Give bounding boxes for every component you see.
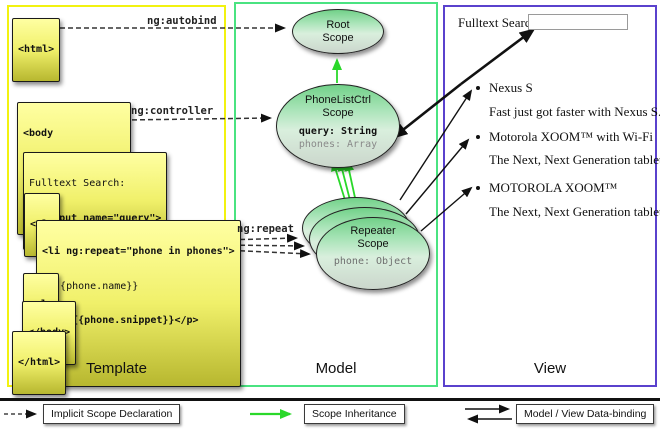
root-scope-ellipse: Root Scope	[292, 9, 384, 54]
repeater-scope-ellipse-front: Repeater Scope phone: Object	[316, 217, 430, 290]
html-open-tag-box: <html>	[12, 18, 61, 82]
code-text: <body	[23, 128, 54, 139]
phone-snippet: The Next, Next Generation tablet.	[489, 204, 660, 219]
phone-snippet: The Next, Next Generation tablet.	[489, 152, 660, 167]
view-column	[443, 5, 657, 387]
phone-title: MOTOROLA XOOM™	[489, 180, 618, 195]
ng-controller-label: ng:controller	[131, 105, 214, 117]
scope-prop-phone: phone: Object	[333, 256, 413, 267]
legend-separator	[0, 398, 660, 401]
phonelistctrl-scope-ellipse: PhoneListCtrl Scope query: String phones…	[276, 84, 400, 168]
model-column-label: Model	[315, 360, 357, 377]
scope-name: Root Scope	[322, 18, 354, 44]
phone-title: Motorola XOOM™ with Wi-Fi	[489, 129, 654, 144]
ng-repeat-label: ng:repeat	[237, 223, 294, 235]
scope-name: Repeater Scope	[350, 225, 396, 250]
code-text: {{phone.name}}	[42, 280, 139, 292]
model-column	[234, 2, 438, 387]
code-text: Fulltext Search:	[29, 178, 126, 189]
scope-name: PhoneListCtrl Scope	[304, 94, 372, 119]
legend-double-arrow	[465, 404, 512, 424]
list-bullet	[476, 135, 480, 139]
ng-autobind-label: ng:autobind	[147, 15, 217, 27]
legend-scope-inheritance: Scope Inheritance	[304, 404, 405, 424]
legend-implicit-scope-declaration: Implicit Scope Declaration	[43, 404, 181, 424]
list-bullet	[476, 186, 480, 190]
html-close-tag-box: </html>	[12, 331, 67, 395]
view-column-label: View	[533, 360, 567, 377]
phone-snippet: Fast just got faster with Nexus S.	[489, 104, 660, 119]
code-text: <li ng:repeat="phone in phones">	[42, 246, 235, 257]
view-search-label: Fulltext Search:	[458, 15, 541, 30]
scope-prop-phones: phones: Array	[298, 139, 378, 150]
legend-model-view-binding: Model / View Data-binding	[516, 404, 655, 424]
code-text: <p>{{phone.snippet}}</p>	[42, 315, 199, 326]
template-column-label: Template	[86, 360, 147, 377]
list-bullet	[476, 86, 480, 90]
view-search-input[interactable]	[528, 14, 628, 30]
code-text: <html>	[18, 44, 55, 55]
scope-prop-query: query: String	[298, 126, 378, 137]
phone-title: Nexus S	[489, 80, 533, 95]
code-text: </html>	[18, 357, 61, 368]
